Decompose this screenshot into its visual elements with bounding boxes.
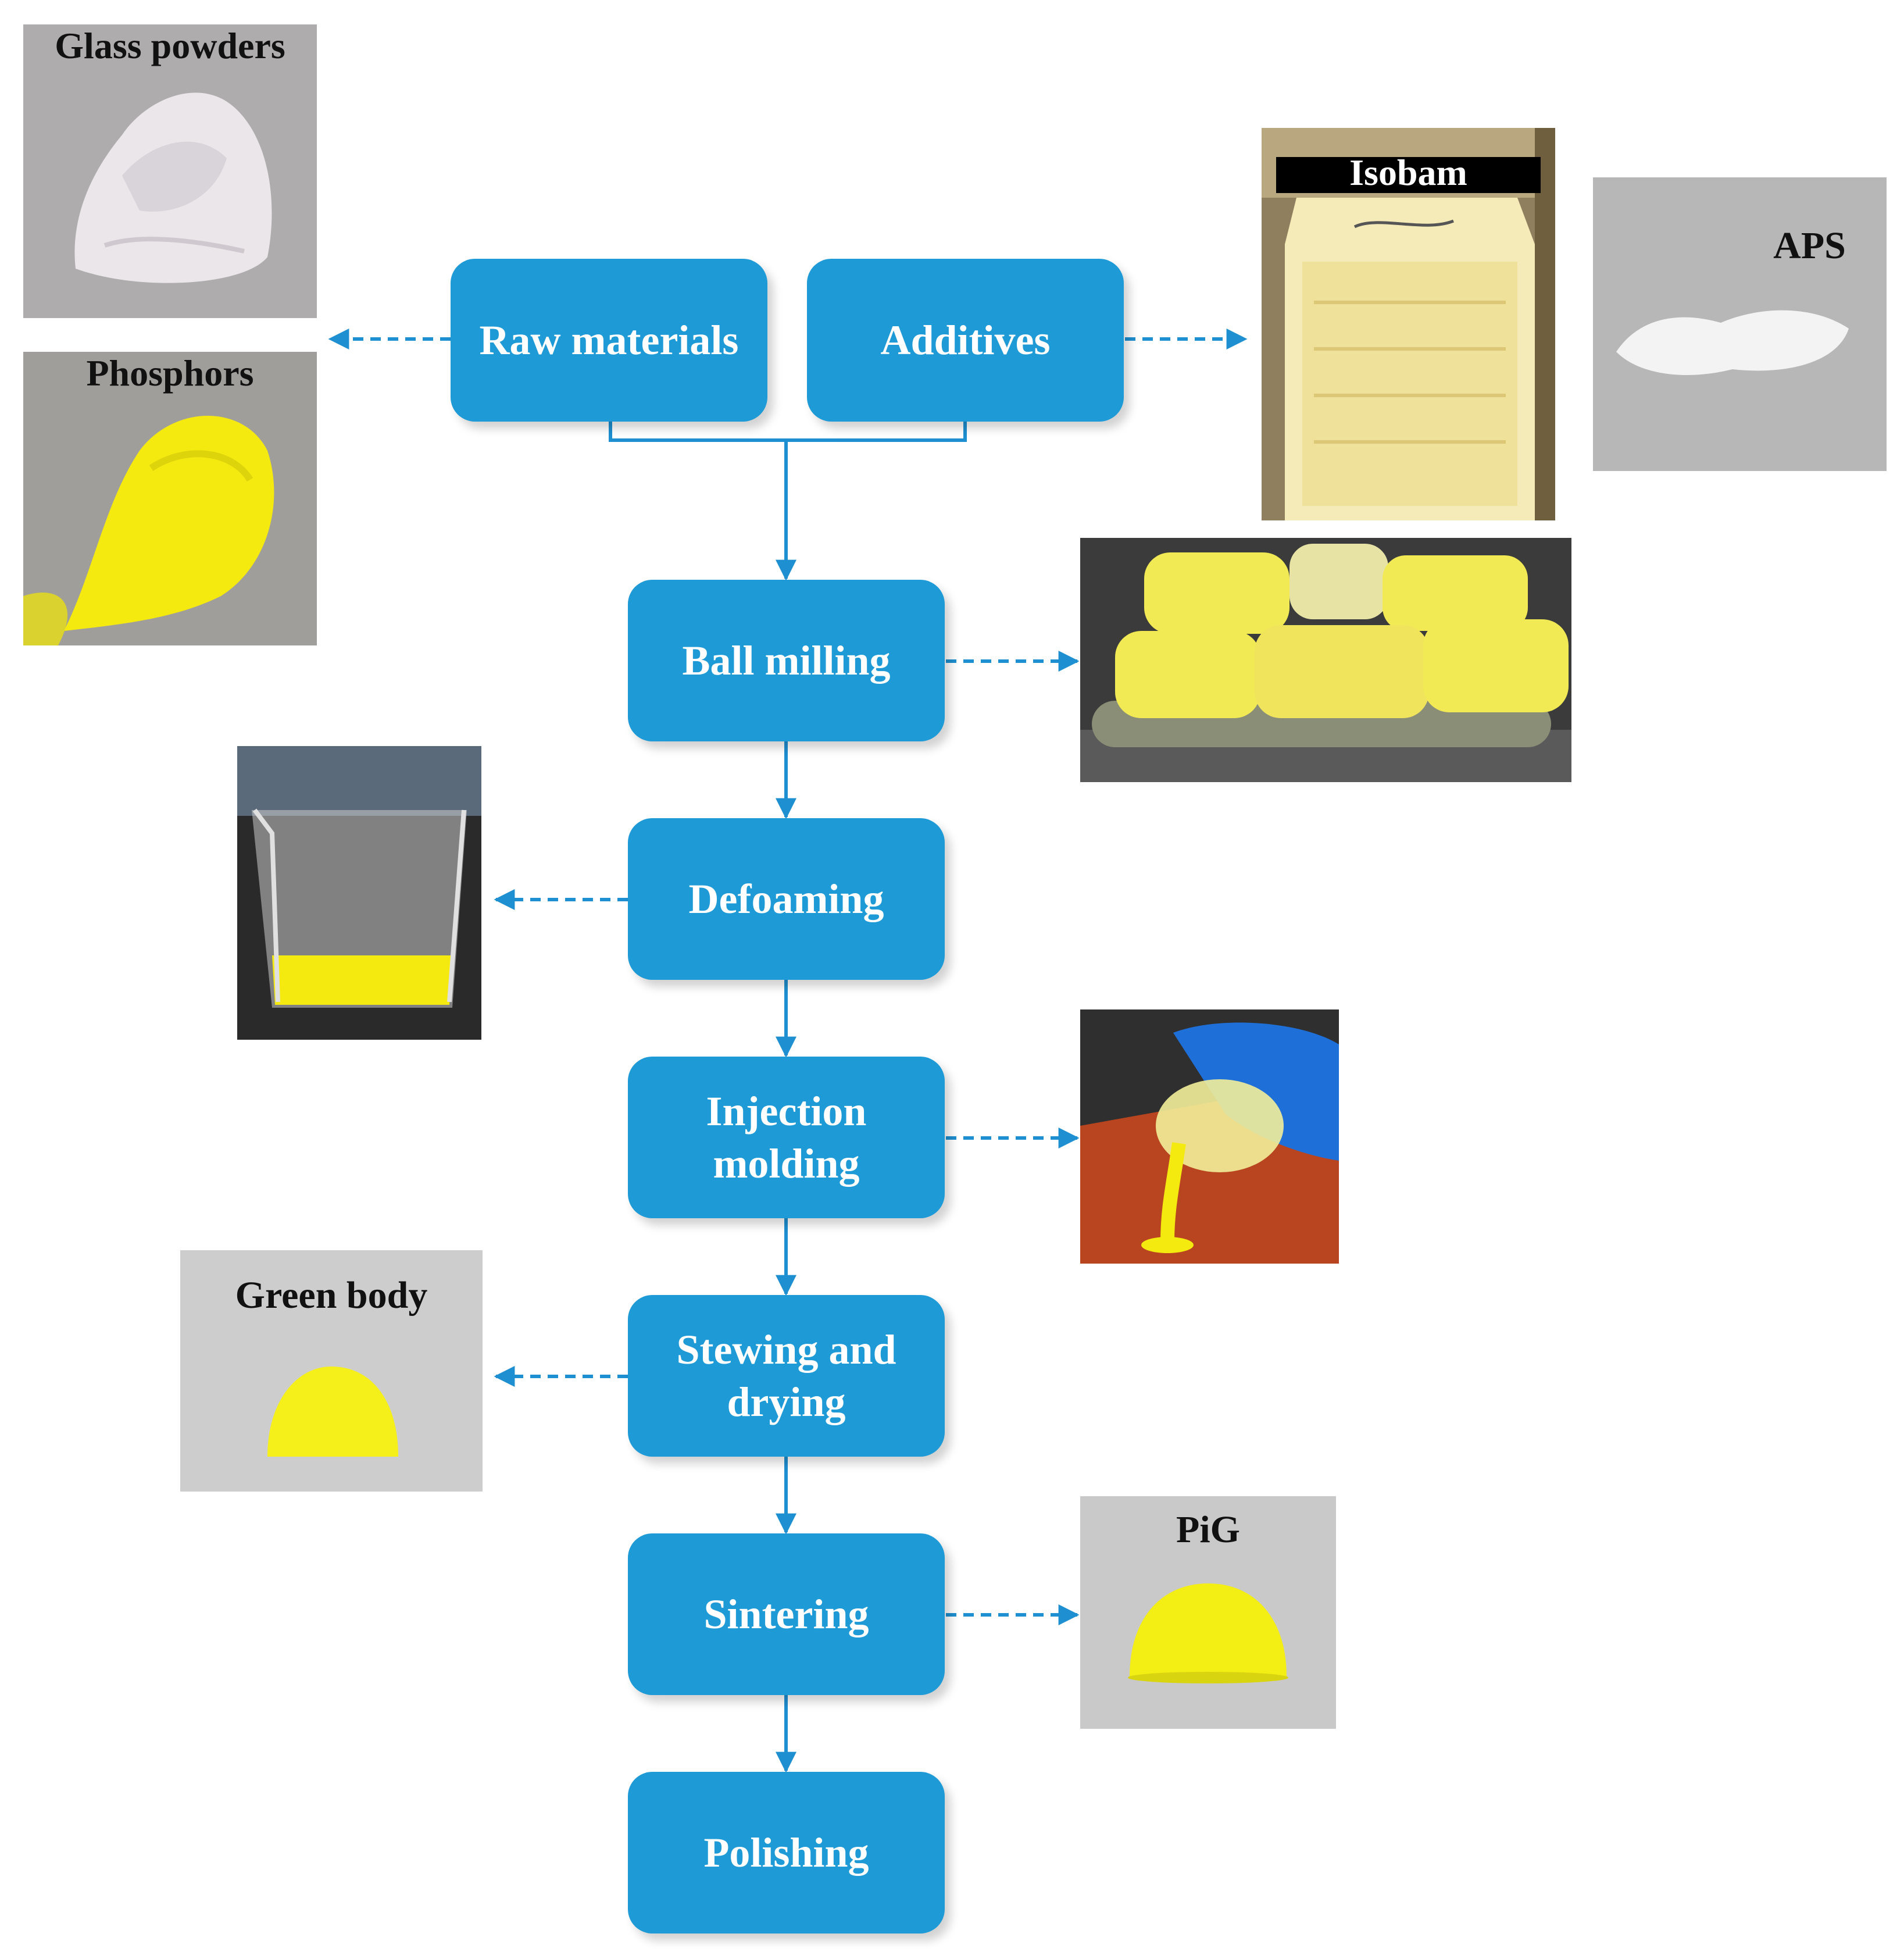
pig-photo: PiG bbox=[1080, 1496, 1336, 1729]
step-sintering: Sintering bbox=[628, 1533, 945, 1695]
green-body-photo: Green body bbox=[180, 1250, 483, 1492]
step-label: Sintering bbox=[703, 1591, 869, 1638]
step-label-line1: Stewing and bbox=[676, 1326, 896, 1373]
photo-label: Green body bbox=[235, 1274, 428, 1317]
step-injection-molding: Injection molding bbox=[628, 1057, 945, 1218]
step-label-line1: Injection bbox=[706, 1088, 867, 1135]
step-label: Additives bbox=[880, 317, 1051, 363]
isobam-photo: Isobam bbox=[1262, 128, 1555, 520]
photo-label: Phosphors bbox=[86, 352, 254, 394]
step-ball-milling: Ball milling bbox=[628, 580, 945, 741]
step-label-line2: drying bbox=[727, 1379, 846, 1425]
merge-bracket bbox=[609, 422, 967, 442]
photo-label: Glass powders bbox=[55, 25, 285, 66]
step-label: Defoaming bbox=[688, 876, 884, 922]
glass-powders-photo: Glass powders bbox=[23, 24, 317, 318]
step-label: Polishing bbox=[703, 1829, 869, 1876]
aps-photo: APS bbox=[1593, 177, 1887, 471]
step-defoaming: Defoaming bbox=[628, 818, 945, 980]
ball-milling-photo bbox=[1080, 538, 1571, 782]
defoaming-beaker-photo bbox=[237, 746, 481, 1040]
photo-label: Isobam bbox=[1349, 152, 1467, 193]
step-label: Raw materials bbox=[479, 317, 739, 363]
photo-label: PiG bbox=[1176, 1508, 1240, 1551]
photo-label: APS bbox=[1773, 224, 1846, 267]
step-raw-materials: Raw materials bbox=[451, 259, 767, 422]
step-polishing: Polishing bbox=[628, 1772, 945, 1933]
step-additives: Additives bbox=[807, 259, 1124, 422]
step-label-line2: molding bbox=[713, 1140, 860, 1187]
phosphors-photo: Phosphors bbox=[23, 352, 317, 645]
injection-molding-photo bbox=[1080, 1009, 1339, 1264]
step-stewing-drying: Stewing and drying bbox=[628, 1295, 945, 1457]
step-label: Ball milling bbox=[682, 637, 891, 684]
